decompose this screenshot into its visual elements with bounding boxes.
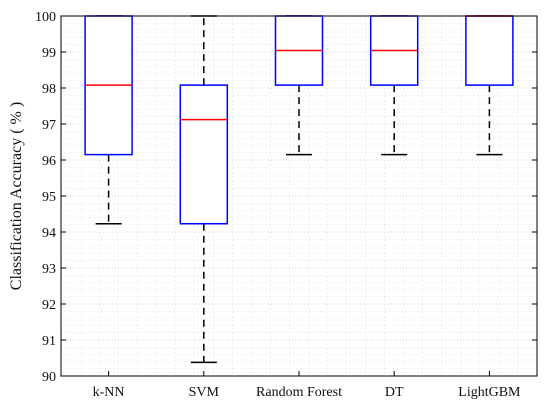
y-tick-label: 91	[42, 334, 56, 349]
x-tick-label: Random Forest	[256, 385, 342, 400]
x-tick-label: SVM	[189, 385, 220, 400]
x-tick-label: DT	[385, 385, 404, 400]
boxes-group	[84, 15, 514, 364]
y-tick-label: 96	[42, 154, 56, 169]
y-axis-label: Classification Accuracy ( % )	[8, 102, 25, 290]
y-tick-label: 99	[42, 46, 56, 61]
y-tick-label: 94	[42, 226, 56, 241]
y-axis-ticks: 90 91 92 93 94 95 96 97 98 99 100	[35, 10, 537, 385]
y-tick-label: 97	[42, 118, 56, 133]
iqr-box	[179, 84, 229, 225]
iqr-box	[465, 15, 514, 86]
box-k-nn	[84, 15, 133, 225]
box-svm	[179, 15, 229, 364]
y-tick-label: 90	[42, 370, 56, 385]
y-tick-label: 92	[42, 298, 56, 313]
y-tick-label: 100	[35, 10, 56, 25]
x-tick-label: k-NN	[93, 385, 125, 400]
grid-lines	[61, 15, 537, 377]
y-tick-label: 93	[42, 262, 56, 277]
x-axis-ticks: k-NN SVM Random Forest DT LightGBM	[93, 371, 521, 400]
y-tick-label: 98	[42, 82, 56, 97]
y-tick-label: 95	[42, 190, 56, 205]
x-tick-label: LightGBM	[458, 385, 521, 400]
